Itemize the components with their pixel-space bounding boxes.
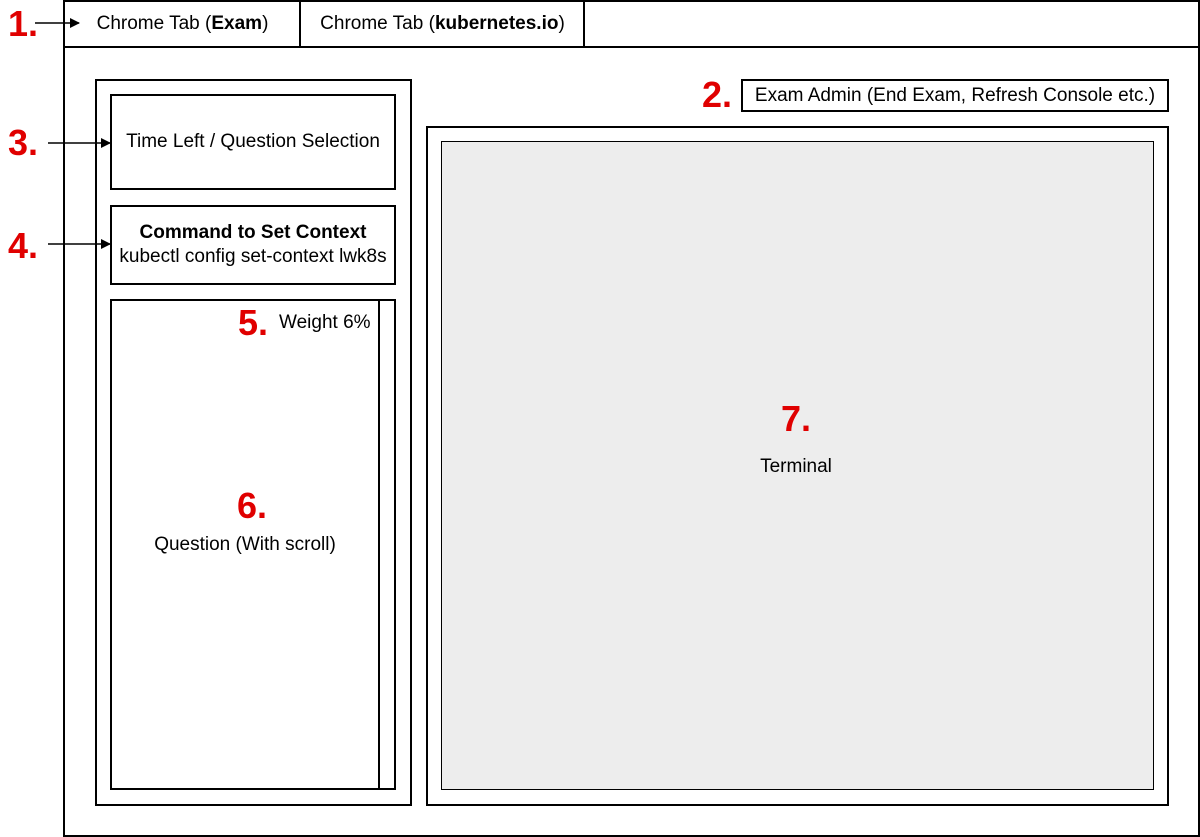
question-weight: Weight 6% [279,312,371,333]
context-command-panel[interactable]: Command to Set Context kubectl config se… [110,205,396,285]
marker-3: 3. [8,122,39,163]
tab-exam-prefix: Chrome Tab ( [96,13,212,34]
question-scrollbar[interactable] [378,299,380,790]
marker-7: 7. [781,398,812,439]
tab-separator-1 [299,0,301,48]
terminal-label: Terminal [760,456,832,477]
context-command: kubectl config set-context lwk8s [119,246,387,267]
marker-1: 1. [8,3,39,44]
exam-admin-bar[interactable]: Exam Admin (End Exam, Refresh Console et… [741,79,1169,112]
tab-kubernetes-bold: kubernetes.io [434,13,559,34]
tab-exam[interactable]: Chrome Tab (Exam) [65,2,300,46]
tab-bar-divider [63,46,1200,48]
exam-admin-label: Exam Admin (End Exam, Refresh Console et… [754,84,1156,106]
marker-6: 6. [237,485,268,526]
context-title: Command to Set Context [139,222,367,243]
tab-kubernetes-suffix: ) [558,13,565,34]
question-label: Question (With scroll) [154,534,336,555]
tab-exam-suffix: ) [262,13,269,34]
tab-kubernetes-prefix: Chrome Tab ( [320,13,435,34]
tab-exam-bold: Exam [211,13,263,34]
question-panel[interactable] [110,299,396,790]
terminal[interactable] [441,141,1154,790]
tab-separator-2 [583,0,585,48]
marker-5: 5. [238,302,269,343]
time-left-question-selection[interactable]: Time Left / Question Selection [110,94,396,190]
marker-4: 4. [8,225,39,266]
time-panel-label: Time Left / Question Selection [126,131,380,152]
marker-2: 2. [702,74,733,115]
tab-kubernetes[interactable]: Chrome Tab (kubernetes.io) [301,2,584,46]
